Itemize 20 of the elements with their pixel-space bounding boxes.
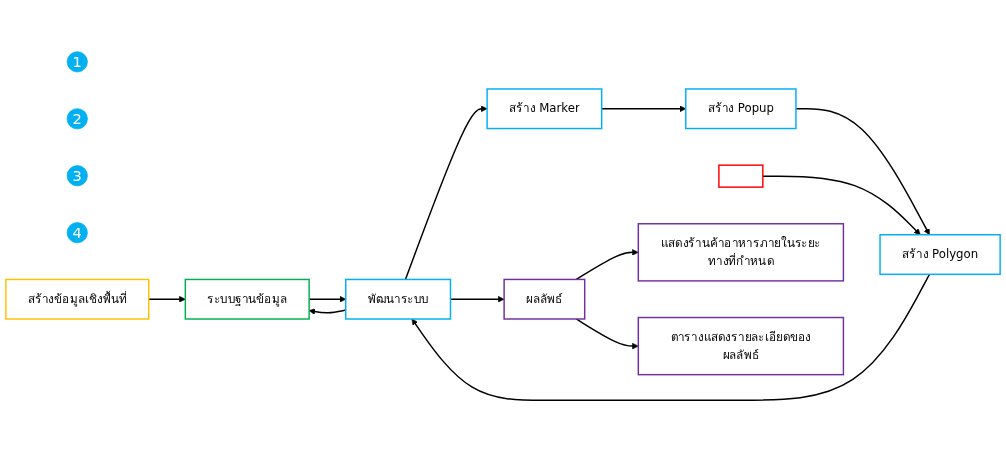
node-circle: 2 — [66, 108, 88, 130]
node-box: ผลลัพธ์ — [503, 279, 586, 321]
arrow — [762, 175, 921, 236]
node-box — [718, 164, 764, 189]
arrow — [411, 274, 931, 402]
node-box: ตารางแสดงรายละเอียดของผลลัพธ์ — [637, 317, 845, 376]
node-box: สร้าง Polygon — [879, 234, 1001, 276]
node-box: สร้าง Popup — [685, 88, 797, 130]
node-circle: 3 — [66, 165, 88, 187]
node-circle: 1 — [66, 51, 88, 73]
node-box: สร้าง Marker — [486, 88, 603, 130]
node-box: สร้างข้อมูลเชิงพื้นที่ — [5, 279, 150, 321]
node-box: ระบบฐานข้อมูล — [184, 279, 310, 321]
arrow — [575, 249, 639, 281]
node-circle: 4 — [66, 222, 88, 244]
arrow — [795, 108, 930, 236]
node-box: พัฒนาระบบ — [345, 279, 452, 321]
arrow — [404, 105, 488, 281]
node-box: แสดงร้านค้าอาหารภายในระยะทางที่กำหนด — [637, 223, 845, 283]
arrow — [575, 318, 639, 350]
